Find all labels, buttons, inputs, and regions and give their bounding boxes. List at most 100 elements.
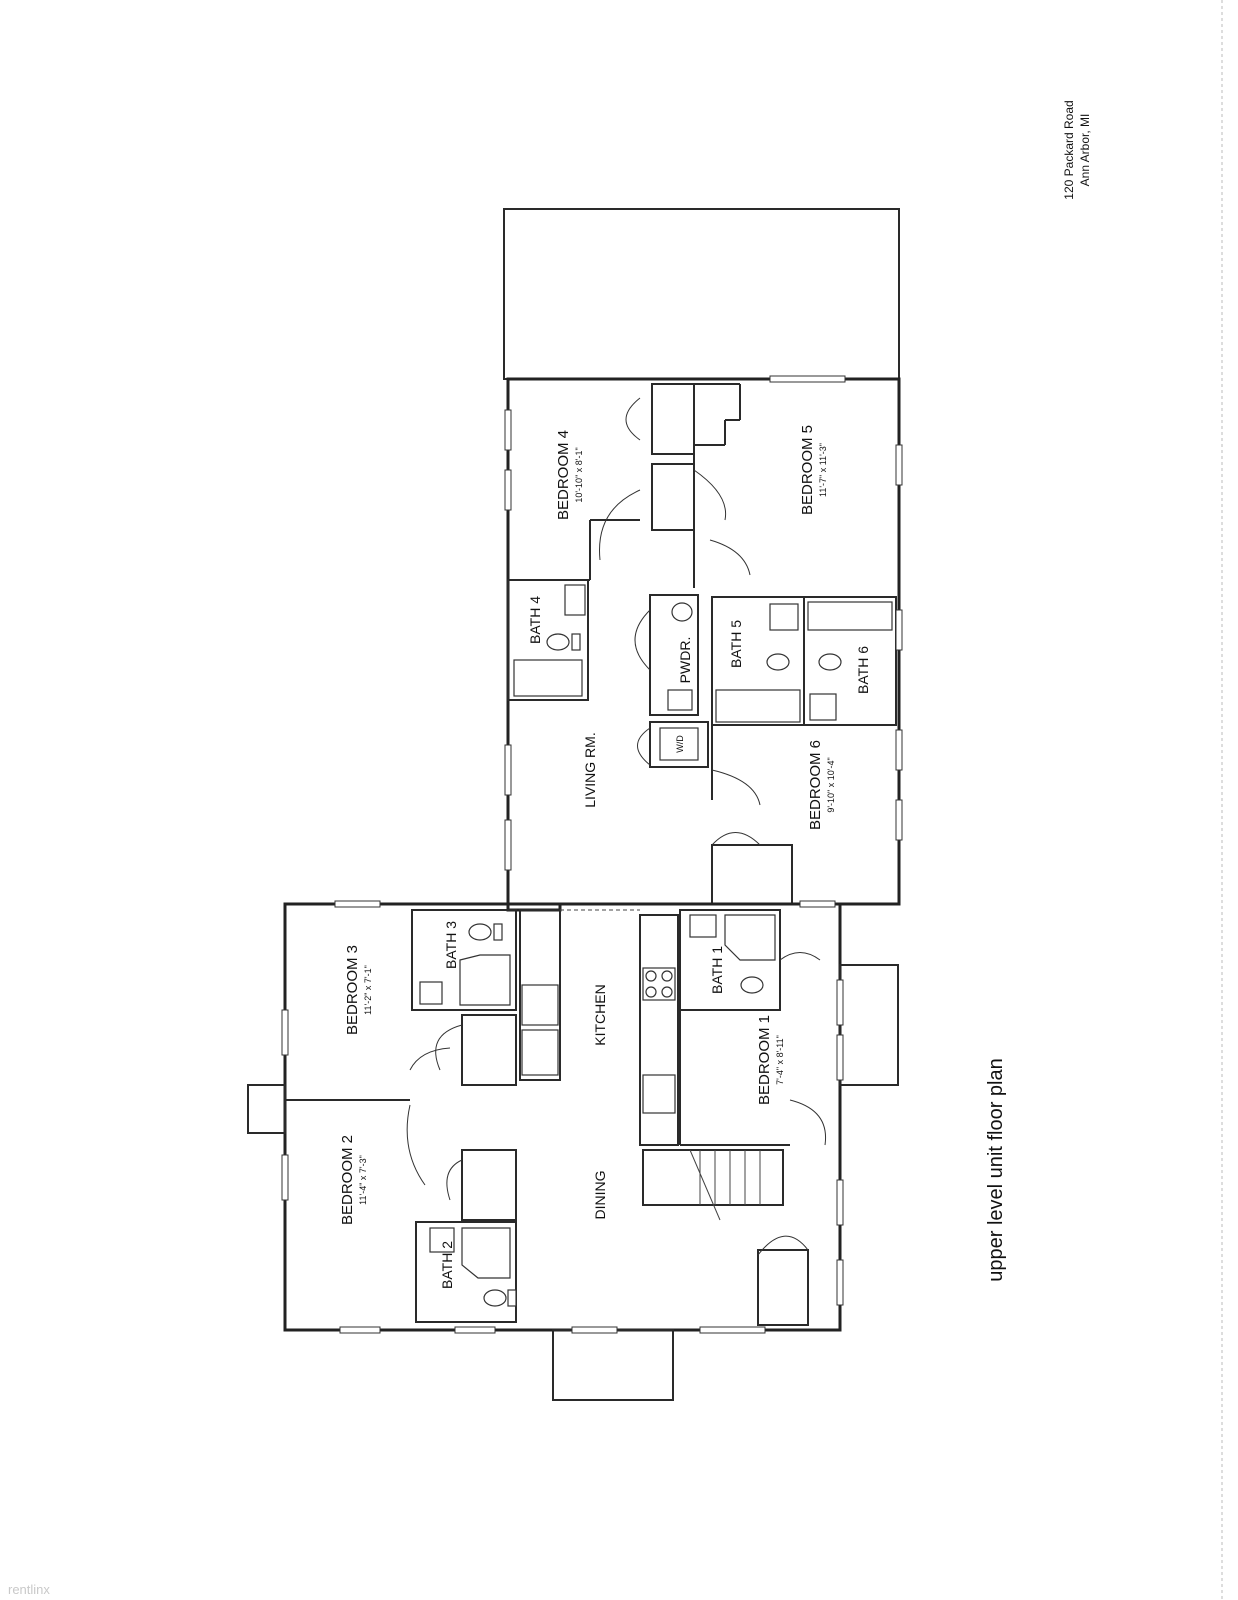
closet bbox=[651, 463, 695, 531]
bath-3-vanity bbox=[419, 981, 443, 1005]
bedroom-5-label: BEDROOM 5 bbox=[799, 425, 816, 515]
dining-label: DINING bbox=[592, 1171, 608, 1220]
bedroom-1-dims: 7'-4" x 8'-11" bbox=[775, 1035, 785, 1085]
bedroom-3-dims: 11'-2" x 7'-1" bbox=[363, 965, 373, 1015]
address-line-2: Ann Arbor, MI bbox=[1078, 114, 1092, 187]
door-swing bbox=[709, 539, 751, 576]
staircase bbox=[642, 1149, 784, 1206]
kitchen-sink bbox=[642, 1074, 676, 1114]
window bbox=[504, 819, 512, 871]
bath-6-toilet bbox=[818, 653, 842, 671]
bedroom-4-dims: 10'-10" x 8'-1" bbox=[574, 447, 584, 502]
laundry-closet bbox=[649, 721, 709, 768]
bath-3-room bbox=[411, 909, 517, 1011]
door-swing bbox=[599, 489, 641, 561]
bath-5-tub bbox=[715, 689, 801, 723]
window bbox=[334, 900, 381, 908]
bath-4-toilet bbox=[546, 633, 570, 651]
bath-6-vanity bbox=[809, 693, 837, 721]
bedroom-2-closet bbox=[461, 1149, 517, 1221]
bath-4-tub bbox=[513, 659, 583, 697]
window bbox=[895, 729, 903, 771]
watermark: rentlinx bbox=[8, 1582, 50, 1597]
window bbox=[895, 799, 903, 841]
bedroom-2-dims: 11'-4" x 7'-3" bbox=[358, 1155, 368, 1205]
door-swing bbox=[789, 1099, 827, 1146]
window bbox=[699, 1326, 766, 1334]
door-swing bbox=[693, 469, 727, 521]
washer-dryer bbox=[659, 727, 699, 761]
bath-6-room bbox=[803, 596, 897, 726]
bedroom-2-label: BEDROOM 2 bbox=[339, 1135, 356, 1225]
bedroom-3-label: BEDROOM 3 bbox=[344, 945, 361, 1035]
bath-2-vanity bbox=[429, 1227, 455, 1253]
bedroom-6-dims: 9'-10" x 10'-4" bbox=[826, 757, 836, 812]
window bbox=[836, 1179, 844, 1226]
bath-1-shower bbox=[724, 914, 776, 961]
window bbox=[836, 1259, 844, 1306]
kitchen-counter bbox=[519, 909, 561, 1081]
powder-sink bbox=[667, 689, 693, 711]
window bbox=[339, 1326, 381, 1334]
window bbox=[769, 375, 846, 383]
bath-4-label: BATH 4 bbox=[527, 596, 543, 644]
bath-2-label: BATH 2 bbox=[439, 1241, 455, 1289]
window bbox=[799, 900, 836, 908]
bath-2-room bbox=[415, 1221, 517, 1323]
bath-3-shower bbox=[459, 954, 511, 1006]
window bbox=[895, 609, 903, 651]
bath-1-vanity bbox=[689, 914, 717, 938]
door-swing bbox=[435, 1024, 463, 1071]
bath-1-toilet bbox=[740, 976, 764, 994]
bath-2-toilet bbox=[483, 1289, 507, 1307]
door-swing bbox=[634, 609, 651, 671]
refrigerator bbox=[521, 984, 559, 1026]
bath-3-toilet bbox=[468, 923, 492, 941]
window bbox=[571, 1326, 618, 1334]
window bbox=[895, 444, 903, 486]
door-swing bbox=[711, 769, 761, 806]
bath-6-label: BATH 6 bbox=[855, 646, 871, 694]
bath-1-label: BATH 1 bbox=[709, 946, 725, 994]
window bbox=[504, 409, 512, 451]
bath-3-toilet-tank bbox=[493, 923, 503, 941]
door-swing bbox=[406, 1104, 426, 1186]
laundry-label: W/D bbox=[675, 735, 685, 753]
window bbox=[836, 1034, 844, 1081]
door-swing bbox=[625, 397, 641, 441]
bedroom-1-label: BEDROOM 1 bbox=[756, 1015, 773, 1105]
kitchen-label: KITCHEN bbox=[592, 984, 608, 1045]
window bbox=[836, 979, 844, 1026]
bath-2-toilet-tank bbox=[507, 1289, 517, 1307]
chimney bbox=[247, 1084, 286, 1134]
address-line-1: 120 Packard Road bbox=[1062, 100, 1076, 199]
window bbox=[454, 1326, 496, 1334]
stove-burner bbox=[661, 970, 673, 982]
window bbox=[281, 1009, 289, 1056]
bedroom-6-label: BEDROOM 6 bbox=[807, 740, 824, 830]
bay-right bbox=[839, 964, 899, 1086]
bath-5-toilet bbox=[766, 653, 790, 671]
bedroom-6-closet bbox=[711, 844, 793, 905]
kitchen-cabinet bbox=[521, 1029, 559, 1076]
front-step bbox=[552, 1329, 674, 1401]
stove-burner bbox=[661, 986, 673, 998]
window bbox=[504, 744, 512, 796]
closet bbox=[651, 383, 695, 455]
powder-toilet bbox=[671, 602, 693, 622]
bedroom-5-dims: 11'-7" x 11'-3" bbox=[818, 443, 828, 497]
bath-4-room bbox=[507, 579, 589, 701]
bath-5-vanity bbox=[769, 603, 799, 631]
plan-caption: upper level unit floor plan bbox=[985, 1058, 1007, 1281]
bath-2-shower bbox=[461, 1227, 511, 1279]
powder-room bbox=[649, 594, 699, 716]
bath-4-toilet-tank bbox=[571, 633, 581, 651]
door-swing bbox=[779, 952, 821, 961]
door-swing bbox=[446, 1159, 463, 1201]
bath-5-label: BATH 5 bbox=[728, 620, 744, 668]
door-swing bbox=[711, 832, 761, 846]
door-swing bbox=[637, 727, 651, 766]
door-swing bbox=[409, 1047, 451, 1071]
door-swing bbox=[757, 1235, 809, 1256]
